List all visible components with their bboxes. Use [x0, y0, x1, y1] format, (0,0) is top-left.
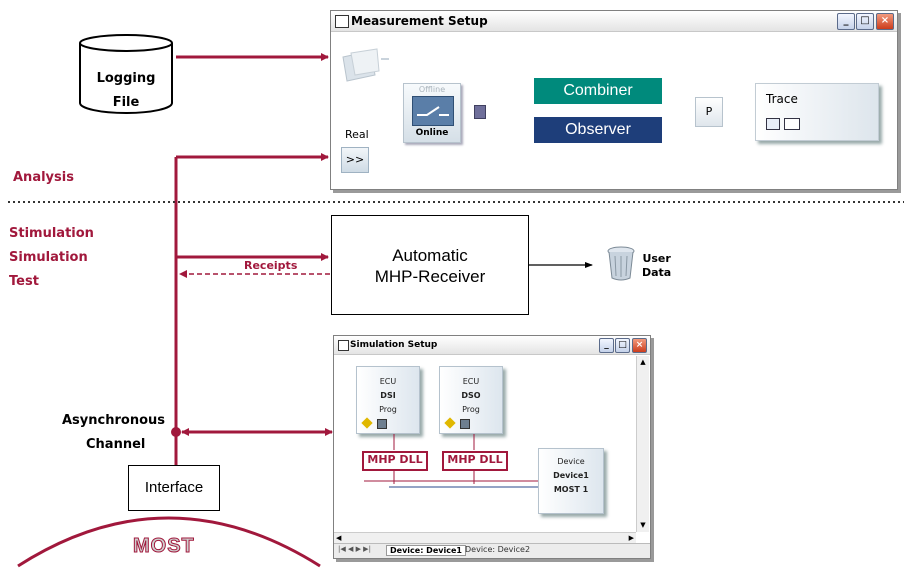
simulation-window-title: Simulation Setup — [350, 340, 438, 350]
logging-file-line2: File — [112, 95, 140, 110]
user-data-label: User Data — [642, 252, 671, 280]
ecu-dsi-block[interactable]: ECU DSI Prog — [356, 366, 420, 434]
minimize-button[interactable]: _ — [837, 13, 855, 30]
async-channel-line1: Asynchronous — [62, 413, 166, 428]
analysis-label: Analysis — [13, 170, 74, 185]
ecu2-line3: Prog — [462, 405, 480, 414]
horizontal-scrollbar[interactable]: ◀ ▶ — [334, 532, 636, 543]
measurement-window-title: Measurement Setup — [351, 14, 488, 28]
sim-minimize-button[interactable]: _ — [599, 338, 614, 353]
ecu-dso-block[interactable]: ECU DSO Prog — [439, 366, 503, 434]
async-junction-dot — [171, 427, 181, 437]
device-line2: Device1 — [553, 471, 589, 480]
trace-list-icon[interactable] — [784, 118, 800, 130]
tab-nav-arrows[interactable]: |◀ ◀ ▶ ▶| — [338, 545, 371, 553]
vertical-scrollbar[interactable]: ▲ ▼ — [636, 356, 649, 532]
window-app-icon — [338, 340, 349, 351]
most-ring — [17, 516, 321, 568]
online-offline-switch[interactable]: Offline Online — [403, 83, 461, 143]
measurement-setup-window: Measurement Setup _ □ × Real >> Offline … — [330, 10, 898, 190]
tab-device1[interactable]: Device: Device1 — [386, 545, 466, 556]
user-data-line1: User — [642, 252, 671, 265]
logging-file-label: Logging File — [78, 67, 174, 115]
combiner-block[interactable]: Combiner — [534, 78, 662, 104]
mhp-receiver-line1: Automatic — [392, 246, 468, 265]
ecu1-line2: DSI — [380, 391, 396, 400]
async-channel-line2: Channel — [86, 437, 146, 452]
observer-block[interactable]: Observer — [534, 117, 662, 143]
mhp-receiver-line2: MHP-Receiver — [374, 267, 486, 286]
tab-device2[interactable]: Device: Device2 — [465, 545, 531, 554]
trace-block[interactable]: Trace — [755, 83, 879, 141]
ecu1-line3: Prog — [379, 405, 397, 414]
ecu2-line2: DSO — [461, 391, 481, 400]
logging-file-line1: Logging — [96, 71, 156, 86]
sim-close-button[interactable]: × — [632, 338, 647, 353]
scroll-down-arrow[interactable]: ▼ — [640, 521, 646, 529]
device-block[interactable]: Device Device1 MOST 1 — [538, 448, 604, 514]
trace-label: Trace — [766, 92, 798, 106]
database-cylinder-icon — [79, 34, 173, 114]
scroll-right-arrow[interactable]: ▶ — [628, 534, 634, 542]
close-button[interactable]: × — [876, 13, 894, 30]
ecu1-line1: ECU — [379, 377, 397, 386]
trace-config-icon[interactable] — [766, 118, 780, 130]
real-start-button[interactable]: >> — [341, 147, 369, 173]
offline-label: Offline — [418, 85, 446, 94]
sim-maximize-button[interactable]: □ — [615, 338, 630, 353]
simulation-label: Simulation — [9, 250, 88, 265]
scroll-left-arrow[interactable]: ◀ — [336, 534, 342, 542]
window-app-icon — [335, 15, 349, 28]
trash-can-icon — [607, 246, 635, 281]
mhp-receiver-box: Automatic MHP-Receiver — [331, 215, 529, 315]
ecu2-line1: ECU — [462, 377, 480, 386]
tab-bar: |◀ ◀ ▶ ▶| Device: Device1 Device: Device… — [334, 543, 650, 558]
receipts-label: Receipts — [244, 259, 298, 272]
simulation-title-bar: Simulation Setup _ □ × — [334, 336, 650, 355]
stimulation-label: Stimulation — [9, 226, 94, 241]
device-line1: Device — [557, 457, 585, 466]
mhp-dll-2[interactable]: MHP DLL — [442, 451, 508, 471]
mhp-dll-1[interactable]: MHP DLL — [362, 451, 428, 471]
device-line3: MOST 1 — [553, 485, 589, 494]
scroll-up-arrow[interactable]: ▲ — [640, 358, 646, 366]
maximize-button[interactable]: □ — [856, 13, 874, 30]
switch-output-port — [474, 105, 486, 119]
online-label: Online — [415, 128, 449, 138]
measurement-title-bar: Measurement Setup _ □ × — [331, 11, 897, 32]
most-logo: MOST — [133, 535, 195, 558]
user-data-line2: Data — [642, 266, 672, 279]
switch-icon — [412, 96, 454, 126]
test-label: Test — [9, 274, 39, 289]
disk-icon[interactable] — [377, 419, 387, 429]
offline-source-icon — [342, 48, 389, 82]
interface-box: Interface — [128, 465, 220, 511]
disk-icon[interactable] — [460, 419, 470, 429]
p-node[interactable]: P — [695, 97, 723, 127]
simulation-setup-window: Simulation Setup _ □ × ECU DSI Prog ECU … — [333, 335, 651, 559]
real-label: Real — [345, 128, 369, 141]
